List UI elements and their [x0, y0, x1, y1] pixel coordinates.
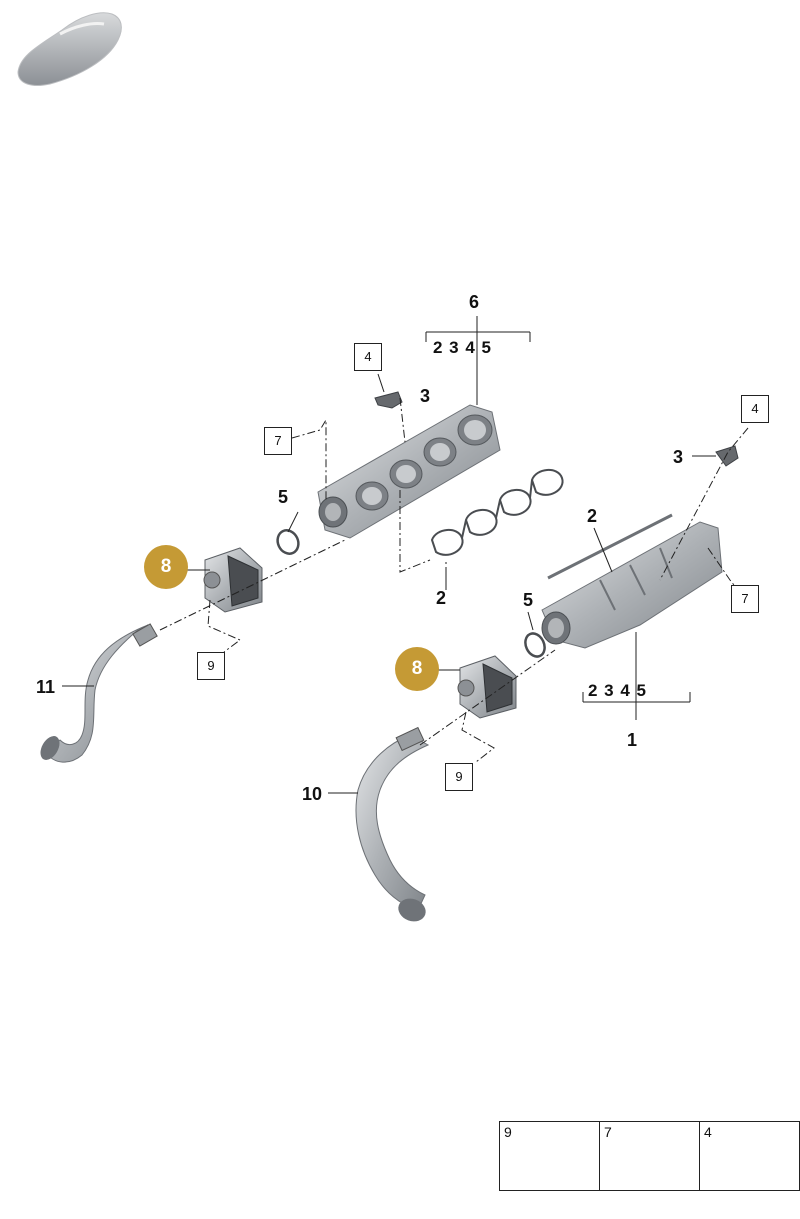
callout-5-lower[interactable]: 5	[523, 590, 534, 610]
o-ring-upper	[276, 529, 300, 555]
callout-11[interactable]: 11	[36, 677, 56, 697]
callout-1[interactable]: 1	[627, 730, 638, 750]
legend-cell-7[interactable]: 7	[600, 1122, 700, 1190]
sensor-lower	[715, 445, 739, 467]
throttle-body-lower	[457, 655, 517, 719]
legend-cell-4[interactable]: 4	[700, 1122, 799, 1190]
callout-9-upper[interactable]: 9	[197, 652, 225, 680]
leader-lines-lower	[328, 427, 749, 794]
callout-7-upper[interactable]: 7	[264, 427, 292, 455]
group-label-top: 2 3 4 5	[433, 338, 492, 357]
sensor-upper	[374, 391, 403, 409]
callout-7-lower[interactable]: 7	[731, 585, 759, 613]
callout-5-upper[interactable]: 5	[278, 487, 289, 507]
callout-2-upper[interactable]: 2	[436, 588, 447, 608]
callout-6[interactable]: 6	[469, 292, 480, 312]
callout-8-lower-highlight[interactable]: 8	[395, 647, 439, 691]
callout-9-lower[interactable]: 9	[445, 763, 473, 791]
leader-lines-upper	[62, 316, 531, 687]
legend-number: 9	[504, 1124, 512, 1140]
intake-manifold-lower	[541, 521, 723, 649]
hose-upper	[40, 623, 158, 763]
group-label-bottom: 2 3 4 5	[588, 681, 647, 700]
gasket-upper	[430, 469, 564, 556]
callout-4-upper[interactable]: 4	[354, 343, 382, 371]
intake-manifold-upper	[317, 404, 501, 539]
callout-10[interactable]: 10	[302, 784, 323, 804]
callout-3-upper[interactable]: 3	[420, 386, 431, 406]
car-thumbnail-icon	[17, 12, 122, 86]
legend-number: 4	[704, 1124, 712, 1140]
fastener-legend: 9 7 4	[499, 1121, 800, 1191]
callout-3-lower[interactable]: 3	[673, 447, 684, 467]
gasket-strip-lower	[547, 513, 673, 580]
legend-number: 7	[604, 1124, 612, 1140]
callout-8-upper-highlight[interactable]: 8	[144, 545, 188, 589]
hose-lower	[355, 726, 430, 922]
callout-4-lower[interactable]: 4	[741, 395, 769, 423]
o-ring-lower	[524, 632, 546, 658]
legend-cell-9[interactable]: 9	[500, 1122, 600, 1190]
throttle-body-upper	[203, 547, 263, 613]
callout-2-lower[interactable]: 2	[587, 506, 598, 526]
